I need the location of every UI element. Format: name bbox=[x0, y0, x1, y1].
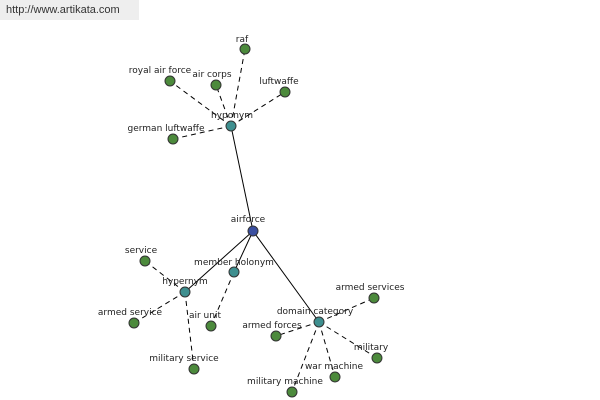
leaf-node-label-raf: raf bbox=[236, 35, 249, 45]
edge-german-luftwaffe bbox=[172, 125, 232, 140]
leaf-node-military[interactable] bbox=[371, 352, 383, 364]
edge-air-unit bbox=[210, 271, 235, 327]
relation-node-r-hyper[interactable] bbox=[179, 286, 191, 298]
leaf-node-label-war-machine: war machine bbox=[305, 362, 364, 372]
relation-node-r-domain[interactable] bbox=[313, 316, 325, 328]
relation-node-label-r-hyper: hypernym bbox=[162, 277, 208, 287]
leaf-node-label-military: military bbox=[354, 343, 389, 353]
leaf-node-armed-services[interactable] bbox=[368, 292, 380, 304]
relation-node-label-r-top: hyponym bbox=[211, 111, 253, 121]
edge-military-service bbox=[184, 291, 195, 370]
relation-node-label-r-domain: domain category bbox=[277, 307, 354, 317]
leaf-node-service[interactable] bbox=[139, 255, 151, 267]
edge-air-corps bbox=[215, 84, 232, 127]
edge-armed-forces bbox=[275, 321, 320, 337]
leaf-node-label-air-unit: air unit bbox=[189, 311, 221, 321]
edge-root-r-top bbox=[230, 125, 254, 232]
leaf-node-label-luftwaffe: luftwaffe bbox=[259, 77, 299, 87]
edge-war-machine bbox=[318, 321, 336, 378]
leaf-node-label-military-service: military service bbox=[149, 354, 219, 364]
edge-raf bbox=[230, 48, 246, 127]
leaf-node-armed-service[interactable] bbox=[128, 317, 140, 329]
leaf-node-label-armed-services: armed services bbox=[336, 283, 405, 293]
leaf-node-military-machine[interactable] bbox=[286, 386, 298, 398]
leaf-node-german-luftwaffe[interactable] bbox=[167, 133, 179, 145]
leaf-node-label-royal-air-force: royal air force bbox=[129, 66, 192, 76]
edge-royal-air-force bbox=[169, 80, 232, 127]
leaf-node-air-unit[interactable] bbox=[205, 320, 217, 332]
relation-node-r-member[interactable] bbox=[228, 266, 240, 278]
leaf-node-label-armed-service: armed service bbox=[98, 308, 163, 318]
leaf-node-raf[interactable] bbox=[239, 43, 251, 55]
leaf-node-label-service: service bbox=[125, 246, 158, 256]
edge-root-r-domain bbox=[252, 230, 320, 323]
edge-luftwaffe bbox=[230, 91, 286, 127]
edge-military bbox=[318, 321, 378, 359]
edge-root-r-member bbox=[233, 230, 254, 273]
root-node[interactable] bbox=[247, 225, 259, 237]
relation-node-r-top[interactable] bbox=[225, 120, 237, 132]
leaf-node-label-armed-forces: armed forces bbox=[242, 321, 302, 331]
leaf-node-war-machine[interactable] bbox=[329, 371, 341, 383]
leaf-node-air-corps[interactable] bbox=[210, 79, 222, 91]
leaf-node-label-german-luftwaffe: german luftwaffe bbox=[128, 124, 205, 134]
edge-root-r-hyper bbox=[184, 230, 254, 293]
leaf-node-label-military-machine: military machine bbox=[247, 377, 323, 387]
edge-armed-services bbox=[318, 297, 375, 323]
leaf-node-armed-forces[interactable] bbox=[270, 330, 282, 342]
edge-military-machine bbox=[291, 321, 320, 393]
watermark-url: http://www.artikata.com bbox=[0, 0, 139, 20]
leaf-node-label-air-corps: air corps bbox=[192, 70, 231, 80]
edge-armed-service bbox=[133, 291, 186, 324]
leaf-node-royal-air-force[interactable] bbox=[164, 75, 176, 87]
relation-node-label-r-member: member holonym bbox=[194, 258, 274, 268]
leaf-node-military-service[interactable] bbox=[188, 363, 200, 375]
root-node-label: airforce bbox=[231, 215, 266, 225]
leaf-node-luftwaffe[interactable] bbox=[279, 86, 291, 98]
